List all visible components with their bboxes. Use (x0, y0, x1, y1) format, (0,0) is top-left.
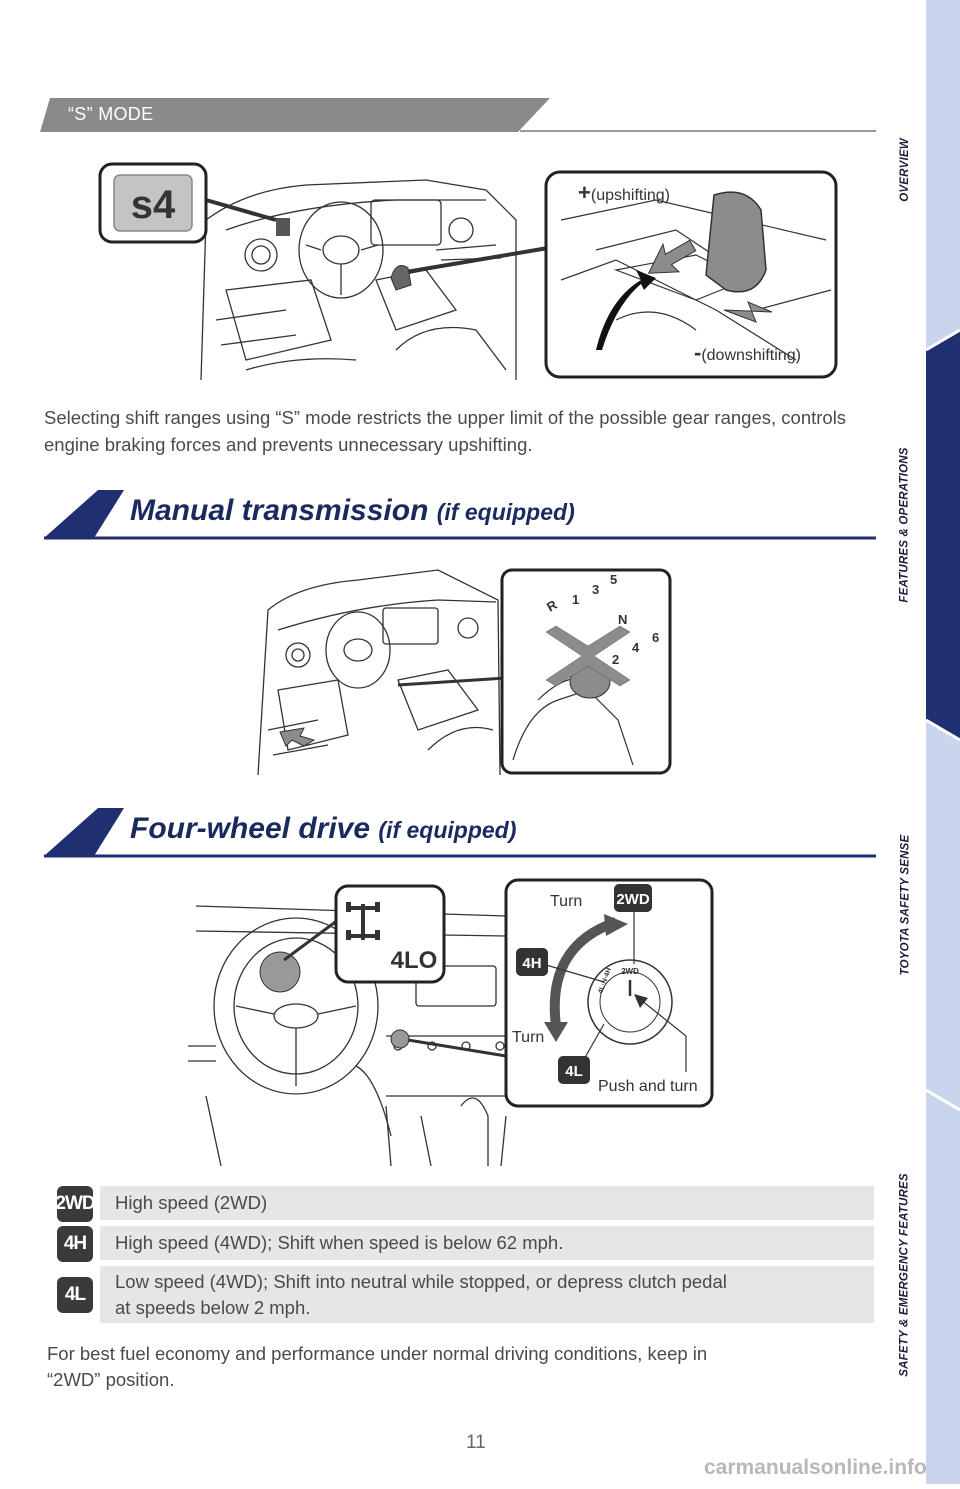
downshift-label: (downshifting) (701, 347, 801, 364)
page-number: 11 (466, 1432, 486, 1453)
manual-section-header-shape (44, 490, 876, 540)
dial-badge-2wd: 2WD (616, 891, 650, 908)
sidebar-tabs-shape (925, 0, 960, 1484)
watermark-text: carmanualsonline.info (704, 1456, 927, 1479)
section-sidebar (925, 0, 960, 1484)
manual-section-title: Manual transmission (if equipped) (130, 494, 575, 528)
gear-label-n: N (618, 612, 627, 627)
mode-row-4l-text-line2: at speeds below 2 mph. (115, 1297, 311, 1318)
fuel-economy-note-line1: For best fuel economy and performance un… (47, 1343, 708, 1364)
sidebar-item-toyota-safety-sense[interactable]: TOYOTA SAFETY SENSE (888, 810, 922, 1000)
push-and-turn-label: Push and turn (598, 1078, 698, 1095)
gear-label-4: 4 (632, 640, 640, 655)
turn-bottom-label: Turn (512, 1029, 545, 1046)
gear-label-1: 1 (572, 592, 579, 607)
downshift-callout: -(downshifting) (694, 340, 801, 366)
mode-row-4h-text: High speed (4WD); Shift when speed is be… (115, 1232, 564, 1253)
upshift-label: (upshifting) (590, 187, 671, 204)
upshift-symbol: + (578, 180, 591, 205)
manual-title-text: Manual transmission (130, 494, 429, 527)
fourwd-section-header-shape (44, 808, 876, 858)
mode-row-2wd-text: High speed (2WD) (115, 1192, 268, 1213)
indicator-4lo-text: 4LO (391, 947, 438, 974)
section-header-tab (40, 98, 876, 132)
sidebar-item-label: SAFETY & EMERGENCY FEATURES (899, 1173, 912, 1377)
fourwd-illustration: 4LO 2WD 4L·N·4H 2WD 4H 4L (188, 878, 714, 1166)
dial-badge-4l: 4L (565, 1063, 583, 1080)
manual-qualifier-text: (if equipped) (436, 499, 575, 525)
upshift-callout: +(upshifting) (578, 180, 670, 206)
knob-2wd-text: 2WD (621, 967, 639, 976)
gear-label-2: 2 (612, 652, 619, 667)
gear-label-5: 5 (610, 572, 617, 587)
section-header-title: “S” MODE (68, 104, 154, 124)
manual-transmission-illustration: R 1 3 5 N 2 4 6 (257, 568, 672, 776)
mode-badge-4l: 4L (57, 1277, 93, 1313)
sidebar-item-label: OVERVIEW (899, 138, 911, 202)
s-mode-illustration: s4 (98, 162, 838, 381)
mode-badge-2wd: 2WD (55, 1186, 96, 1222)
mode-row-2wd-bg (100, 1186, 874, 1220)
fourwd-section-title: Four-wheel drive (if equipped) (130, 812, 516, 846)
sidebar-item-label: TOYOTA SAFETY SENSE (899, 834, 912, 976)
sidebar-item-safety-emergency[interactable]: SAFETY & EMERGENCY FEATURES (888, 1150, 922, 1400)
mode-row-4l-bg (100, 1266, 874, 1323)
fuel-economy-note-line2: “2WD” position. (47, 1369, 175, 1390)
mode-badge-4h: 4H (57, 1226, 93, 1262)
fourwd-title-text: Four-wheel drive (130, 812, 371, 845)
gear-label-3: 3 (592, 582, 599, 597)
sidebar-item-features-operations[interactable]: FEATURES & OPERATIONS (888, 420, 922, 630)
sidebar-item-label: FEATURES & OPERATIONS (899, 447, 912, 603)
s4-badge-text: s4 (131, 183, 176, 227)
downshift-symbol: - (694, 340, 702, 365)
s-mode-description: Selecting shift ranges using “S” mode re… (44, 407, 847, 455)
turn-top-label: Turn (550, 893, 583, 910)
mode-row-4l-text-line1: Low speed (4WD); Shift into neutral whil… (115, 1271, 727, 1292)
gear-label-6: 6 (652, 630, 659, 645)
dial-badge-4h: 4H (522, 955, 541, 972)
fourwd-qualifier-text: (if equipped) (378, 817, 517, 843)
sidebar-item-overview[interactable]: OVERVIEW (888, 90, 922, 250)
mode-row-4h-bg (100, 1226, 874, 1260)
